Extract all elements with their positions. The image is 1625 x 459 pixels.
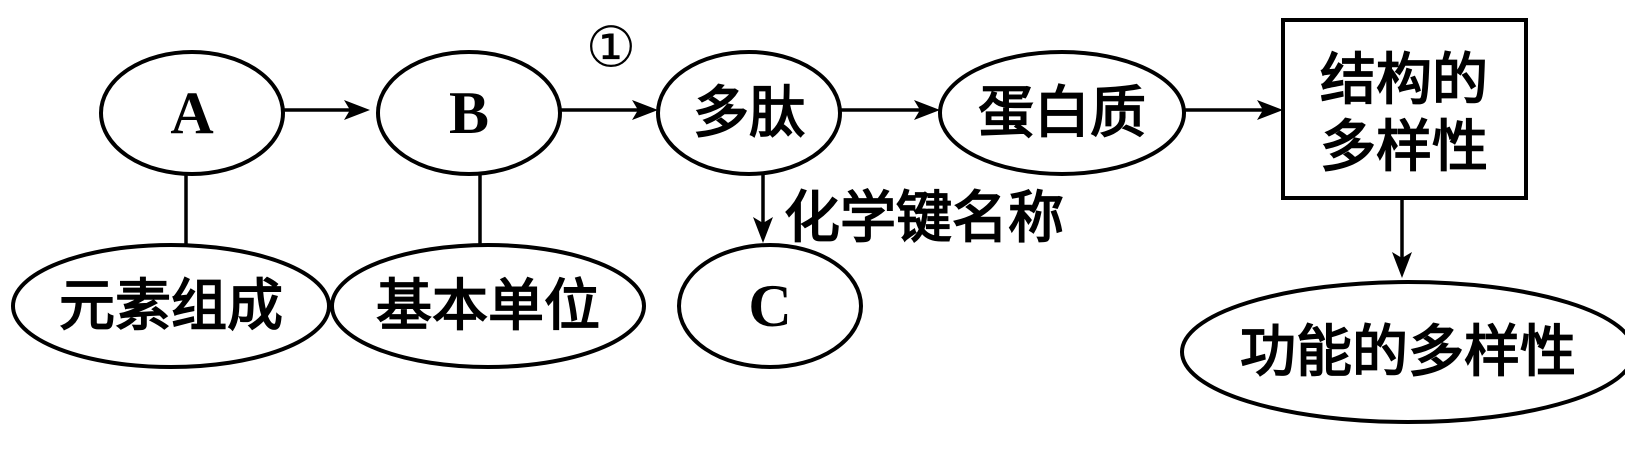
- node-structure-box: [1281, 18, 1528, 200]
- node-protein-label: 蛋白质: [978, 80, 1146, 146]
- node-c: C: [677, 243, 863, 369]
- arrow-a-to-b: [283, 100, 370, 120]
- arrow-structure-to-function: [1392, 198, 1412, 278]
- node-a-label: A: [170, 80, 213, 146]
- node-polypeptide-label: 多肽: [693, 80, 806, 146]
- node-protein: 蛋白质: [938, 50, 1186, 176]
- arrow-protein-to-structure: [1184, 100, 1283, 120]
- node-b: B: [376, 50, 562, 176]
- node-structure-label-line2: 多样性: [1320, 114, 1488, 180]
- node-basic-unit-label: 基本单位: [376, 273, 600, 339]
- node-basic-unit-ellipse: [330, 243, 646, 369]
- node-b-ellipse: [376, 50, 562, 176]
- node-b-label: B: [449, 80, 489, 146]
- node-function-diversity: 功能的多样性: [1180, 280, 1625, 424]
- node-a-ellipse: [99, 50, 285, 176]
- node-function-diversity-label: 功能的多样性: [1240, 319, 1576, 385]
- node-polypeptide-ellipse: [656, 50, 842, 176]
- arrow-polypeptide-to-protein: [840, 100, 940, 120]
- node-element-composition: 元素组成: [11, 243, 331, 369]
- node-structure-label-line1: 结构的: [1320, 47, 1488, 113]
- node-polypeptide: 多肽: [656, 50, 842, 176]
- step-1-label: ①: [586, 16, 636, 81]
- node-basic-unit: 基本单位: [330, 243, 646, 369]
- arrow-polypeptide-to-c: [753, 175, 773, 243]
- arrow-b-to-polypeptide: [560, 100, 658, 120]
- node-structure-diversity: 结构的 多样性: [1281, 18, 1528, 200]
- node-function-diversity-ellipse: [1180, 280, 1625, 424]
- node-protein-ellipse: [938, 50, 1186, 176]
- node-element-composition-label: 元素组成: [59, 273, 283, 339]
- node-c-ellipse: [677, 243, 863, 369]
- node-c-label: C: [748, 273, 791, 339]
- node-element-composition-ellipse: [11, 243, 331, 369]
- node-a: A: [99, 50, 285, 176]
- bond-name-label: 化学键名称: [784, 185, 1064, 251]
